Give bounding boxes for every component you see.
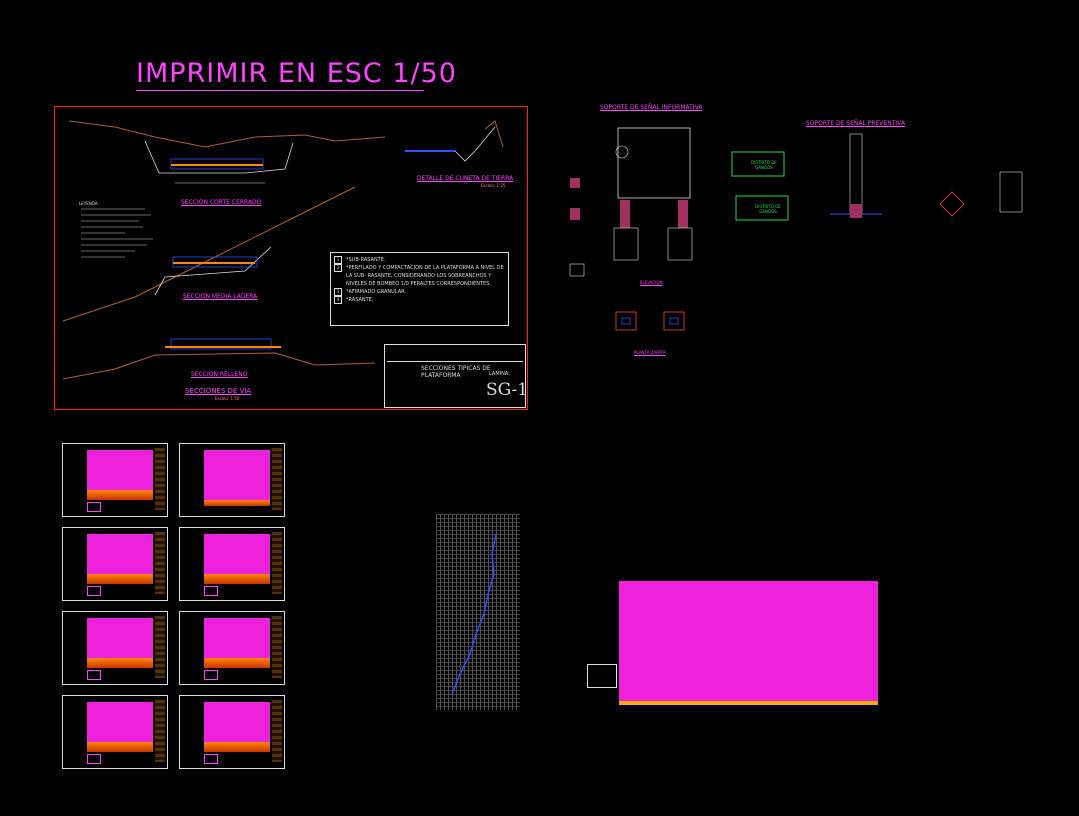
group-title: SECCIONES DE VIA xyxy=(185,387,252,395)
note-text: *SUB-RASANTE. xyxy=(346,257,386,263)
note-number: 3 xyxy=(334,288,342,296)
sheet-thumbnail[interactable] xyxy=(62,695,168,769)
title-block[interactable]: SECCIONES TIPICAS DE PLATAFORMA LAMINA: xyxy=(384,344,526,408)
panel-text-2: DISTRITO DE GANGOS xyxy=(755,204,781,214)
note-row: 1 *SUB-RASANTE. xyxy=(331,256,508,264)
small-frame xyxy=(587,664,617,688)
lamina-label: LAMINA: xyxy=(489,371,510,377)
info-sign-title: SOPORTE DE SEÑAL INFORMATIVA xyxy=(600,104,703,111)
print-scale-title: IMPRIMIR EN ESC 1/50 xyxy=(136,58,457,89)
footing-plan-label: PLANTA ZAPATA xyxy=(634,350,666,355)
sheet-thumbnail[interactable] xyxy=(62,611,168,685)
note-number: 2 xyxy=(334,264,342,272)
large-sheet-band xyxy=(619,701,878,705)
sheet-thumbnail[interactable] xyxy=(179,527,285,601)
sheet-thumbnail[interactable] xyxy=(179,443,285,517)
note-row: 2 *PERFILADO Y COMPACTACION DE LA PLATAFO… xyxy=(331,264,508,288)
panel-text-1: DISTRITO DE GANGOS xyxy=(751,160,777,170)
sheet-thumbnail[interactable] xyxy=(179,611,285,685)
section-label-relleno: SECCION RELLENO xyxy=(191,371,248,378)
note-text: *PERFILADO Y COMPACTACION DE LA PLATAFOR… xyxy=(346,265,504,287)
large-sheet-area[interactable] xyxy=(619,581,878,703)
detail-title: DETALLE DE CUNETA DE TIERRA xyxy=(417,175,514,182)
longitudinal-profile[interactable] xyxy=(436,514,520,710)
title-underline xyxy=(136,90,424,91)
note-number: 1 xyxy=(334,256,342,264)
title-block-header xyxy=(387,347,523,362)
preventive-sign-title: SOPORTE DE SEÑAL PREVENTIVA xyxy=(806,120,905,127)
profile-line xyxy=(451,533,497,695)
group-scale: Escala: 1:50 xyxy=(215,396,240,401)
elevation-label: ELEVACION xyxy=(640,280,663,285)
note-text: *RASANTE. xyxy=(346,297,374,303)
road-sections-sheet[interactable]: SECCION CORTE CERRADO SECCION MEDIA LADE… xyxy=(54,106,528,410)
sheet-thumbnail[interactable] xyxy=(62,527,168,601)
legend-title: LEYENDA: xyxy=(79,201,99,206)
road-sections-drawing xyxy=(62,120,504,380)
note-row: 4 *RASANTE. xyxy=(331,296,508,304)
note-row: 3 *AFIRMADO GRANULAR. xyxy=(331,288,508,296)
detail-scale: Escala: 1:25 xyxy=(481,183,506,188)
sign-support-drawing[interactable] xyxy=(560,112,1040,362)
sheet-id: SG-1 xyxy=(486,380,529,400)
sheet-thumbnail[interactable] xyxy=(179,695,285,769)
section-label-ladera: SECCION MEDIA LADERA xyxy=(183,293,258,300)
note-number: 4 xyxy=(334,296,342,304)
note-text: *AFIRMADO GRANULAR. xyxy=(346,289,407,295)
sheet-thumbnail[interactable] xyxy=(62,443,168,517)
section-label-corte: SECCION CORTE CERRADO xyxy=(181,199,262,206)
plan-name: SECCIONES TIPICAS DE PLATAFORMA xyxy=(421,365,491,379)
construction-notes: 1 *SUB-RASANTE. 2 *PERFILADO Y COMPACTACIO… xyxy=(330,252,509,326)
